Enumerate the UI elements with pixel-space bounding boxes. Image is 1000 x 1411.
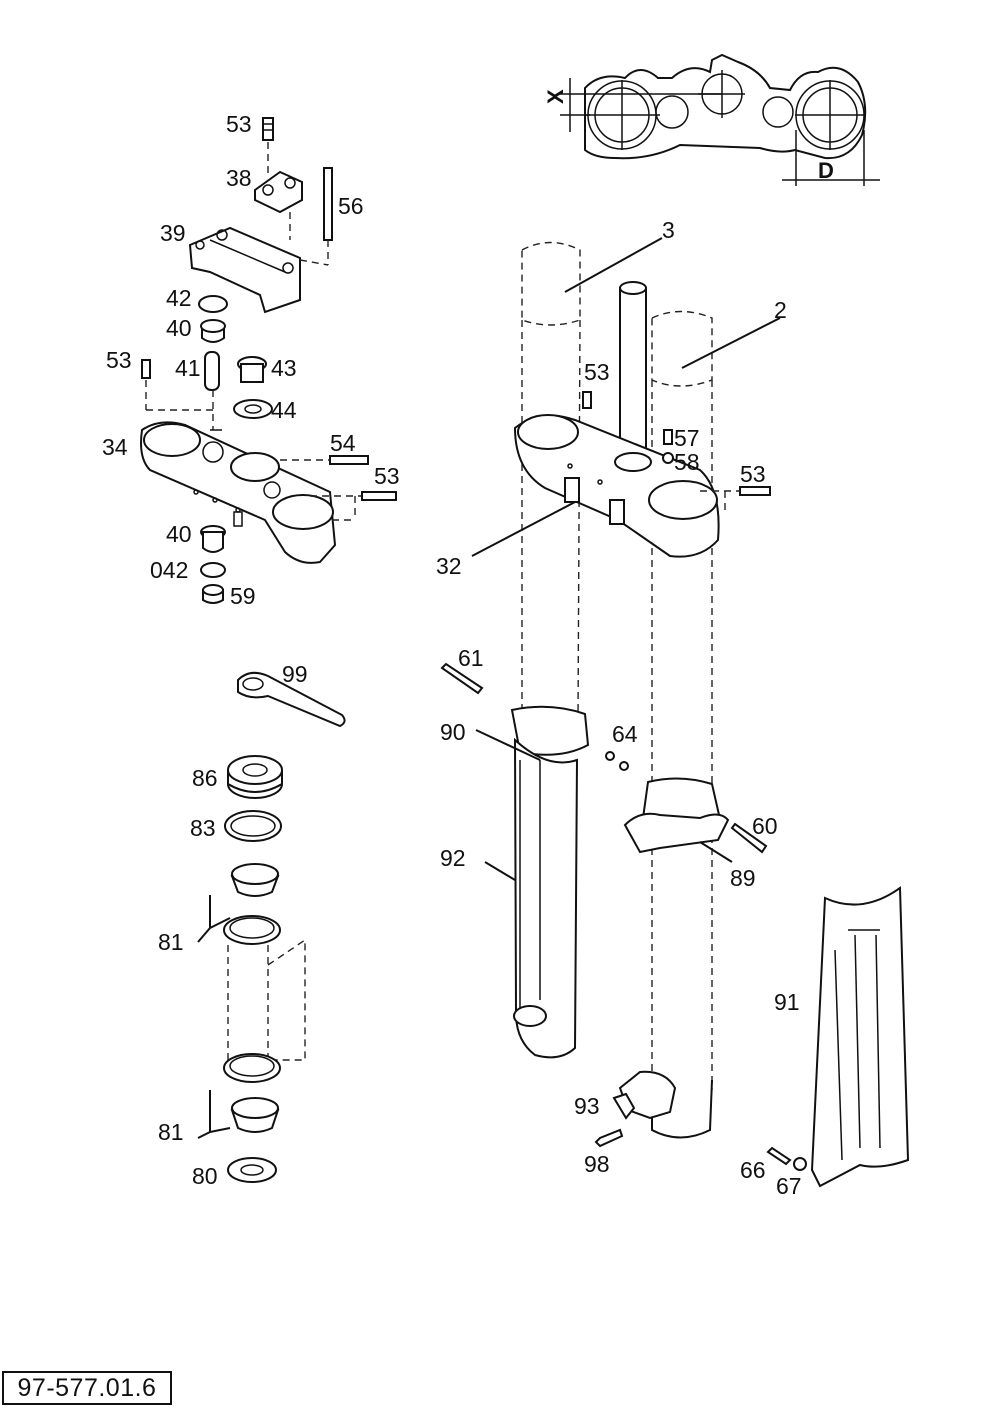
callout-64: 64	[612, 721, 638, 747]
callout-99: 99	[282, 661, 308, 687]
callout-53a: 53	[226, 111, 252, 137]
callout-59: 59	[230, 583, 256, 609]
fork-guard	[810, 886, 910, 1188]
callout-90: 90	[440, 719, 466, 745]
callout-56: 56	[338, 193, 364, 219]
left-fork-leg	[510, 241, 590, 1059]
callout-81a: 81	[158, 929, 184, 955]
handlebar-clamp-parts	[141, 117, 333, 430]
callout-86: 86	[192, 765, 218, 791]
callout-41: 41	[175, 355, 201, 381]
callout-58: 58	[674, 449, 700, 475]
callout-53e: 53	[740, 461, 766, 487]
callout-34: 34	[102, 434, 128, 460]
callout-32: 32	[436, 553, 462, 579]
callout-042: 042	[150, 557, 188, 583]
callout-66: 66	[740, 1157, 766, 1183]
leader-lines	[197, 237, 781, 1139]
lower-triple-clamp	[140, 421, 397, 604]
dimension-d-label: D	[818, 158, 834, 183]
callout-39: 39	[160, 220, 186, 246]
callout-80: 80	[192, 1163, 218, 1189]
callout-60: 60	[752, 813, 778, 839]
callout-61: 61	[458, 645, 484, 671]
callout-53d: 53	[584, 359, 610, 385]
callout-53c: 53	[374, 463, 400, 489]
callout-40b: 40	[166, 521, 192, 547]
callout-40a: 40	[166, 315, 192, 341]
callout-98: 98	[584, 1151, 610, 1177]
callout-43: 43	[271, 355, 297, 381]
callout-53b: 53	[106, 347, 132, 373]
callout-54: 54	[330, 430, 356, 456]
callout-93: 93	[574, 1093, 600, 1119]
callout-67: 67	[776, 1173, 802, 1199]
tool-wrench	[237, 671, 346, 728]
callout-83: 83	[190, 815, 216, 841]
callout-57: 57	[674, 425, 700, 451]
callout-labels: 53 38 56 39 42 40 53 41 43 44 34 54 53 4…	[102, 111, 802, 1199]
callout-89: 89	[730, 865, 756, 891]
drawing-reference-number: 97-577.01.6	[2, 1371, 172, 1405]
callout-44: 44	[271, 397, 297, 423]
steering-bearing-stack	[223, 755, 306, 1183]
dimension-x-label: X	[543, 89, 568, 104]
callout-81b: 81	[158, 1119, 184, 1145]
callout-38: 38	[226, 165, 252, 191]
misc-fasteners	[440, 662, 807, 1171]
upper-triple-clamp	[513, 281, 771, 558]
clamp-detail-drawing	[560, 53, 880, 186]
callout-3: 3	[662, 217, 675, 243]
callout-42: 42	[166, 285, 192, 311]
callout-91: 91	[774, 989, 800, 1015]
callout-2: 2	[774, 297, 787, 323]
callout-92: 92	[440, 845, 466, 871]
